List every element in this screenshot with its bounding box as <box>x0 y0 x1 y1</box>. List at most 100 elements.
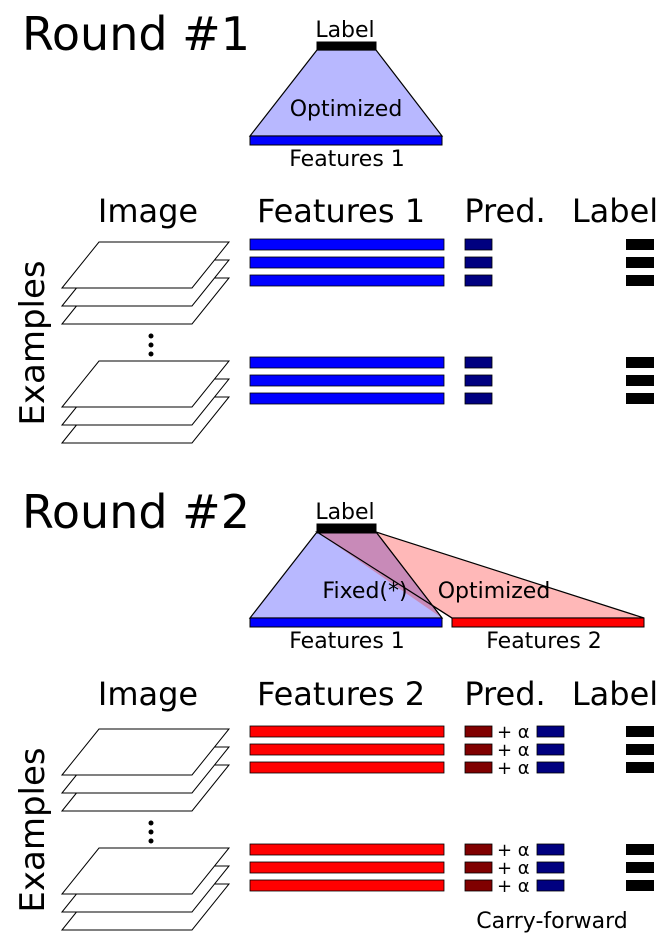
image-stack-icon <box>60 847 231 931</box>
image-stack-icon <box>60 728 231 812</box>
pred-operator: + α <box>497 876 530 897</box>
label-bar <box>626 375 654 386</box>
pred-row: + α <box>464 758 565 779</box>
round-1-ellipsis <box>148 333 154 357</box>
round-1-image-stack-bottom <box>60 360 231 444</box>
round-1-feature-bars-bottom <box>249 356 445 405</box>
feature-bar <box>249 861 445 874</box>
label-bar <box>626 393 654 404</box>
round-1-model-features-bar <box>249 135 443 146</box>
round-2-model-features2-label: Features 2 <box>486 629 602 654</box>
label-bar <box>626 862 654 873</box>
feature-bar <box>249 761 445 774</box>
label-bar <box>626 744 654 755</box>
round-2-image-stack-bottom <box>60 847 231 931</box>
round-2-ellipsis <box>148 820 154 844</box>
pred-bar <box>464 274 493 287</box>
round-2-trap-edge <box>316 531 453 619</box>
round-1-pred-bars-top <box>464 238 493 287</box>
pred-row: + α <box>464 840 565 861</box>
round-1-header-label: Label <box>572 192 658 230</box>
pred-bar-new <box>464 879 493 892</box>
round-2-trap-edge <box>375 531 443 619</box>
pred-bar-new <box>464 861 493 874</box>
round-2-label-bars-bottom <box>626 844 654 891</box>
pred-bar-carry <box>536 743 565 756</box>
round-1-section: Round #1 Label Optimized Features 1 Imag… <box>13 7 658 444</box>
round-2-title: Round #2 <box>22 485 250 539</box>
pred-row: + α <box>464 876 565 897</box>
vertical-ellipsis-icon <box>148 820 154 844</box>
feature-bar <box>249 725 445 738</box>
pred-bar <box>464 238 493 251</box>
image-stack-icon <box>60 241 231 325</box>
vertical-ellipsis-icon <box>148 333 154 357</box>
feature-bar <box>249 743 445 756</box>
round-1-label-bars-bottom <box>626 357 654 404</box>
pred-bar-carry <box>536 843 565 856</box>
feature-bar <box>249 356 445 369</box>
round-1-examples-label: Examples <box>13 260 53 425</box>
pred-operator: + α <box>497 840 530 861</box>
round-2-feature-bars-top <box>249 725 445 774</box>
round-1-model-label: Label <box>315 18 374 43</box>
round-1-model: Label Optimized Features 1 <box>248 18 444 172</box>
feature-bar <box>249 392 445 405</box>
feature-bar <box>249 843 445 856</box>
pred-bar-carry <box>536 861 565 874</box>
feature-bar <box>249 274 445 287</box>
round-1-header-image: Image <box>98 192 198 230</box>
round-2-section: Round #2 Label Fixed(*) Optimized Featur… <box>13 485 658 934</box>
pred-bar-carry <box>536 879 565 892</box>
pred-operator: + α <box>497 740 530 761</box>
round-1-header-pred: Pred. <box>464 192 545 230</box>
pred-bar <box>464 392 493 405</box>
round-1-label-bars-top <box>626 239 654 286</box>
label-bar <box>626 844 654 855</box>
label-bar <box>626 880 654 891</box>
round-1-title: Round #1 <box>22 7 250 61</box>
pred-bar <box>464 256 493 269</box>
round-2-header-image: Image <box>98 675 198 713</box>
round-1-headers: Image Features 1 Pred. Label <box>98 192 658 230</box>
pred-row: + α <box>464 722 565 743</box>
round-2-feature-bars-bottom <box>249 843 445 892</box>
pred-bar-carry <box>536 761 565 774</box>
round-2-model: Label Fixed(*) Optimized Features 1 Feat… <box>248 500 645 654</box>
pred-bar-new <box>464 843 493 856</box>
round-2-examples-label: Examples <box>13 747 53 912</box>
round-2-fixed-text: Fixed(*) <box>322 579 407 604</box>
round-2-label-bars-top <box>626 726 654 773</box>
round-1-trapezoid-text: Optimized <box>290 97 403 122</box>
pred-bar-new <box>464 725 493 738</box>
round-1-trapezoid <box>248 49 444 137</box>
round-1-feature-bars-top <box>249 238 445 287</box>
image-stack-icon <box>60 360 231 444</box>
label-bar <box>626 239 654 250</box>
image-sheet <box>60 241 231 289</box>
feature-bar <box>249 256 445 269</box>
round-2-model-features1-label: Features 1 <box>289 629 405 654</box>
round-2-model-features2-bar <box>451 617 645 628</box>
round-2-model-label-bar <box>316 523 377 534</box>
feature-bar <box>249 238 445 251</box>
round-2-header-features: Features 2 <box>257 675 425 713</box>
label-bar <box>626 275 654 286</box>
round-1-header-features: Features 1 <box>257 192 425 230</box>
image-sheet <box>60 847 231 895</box>
round-2-header-pred: Pred. <box>464 675 545 713</box>
feature-bar <box>249 374 445 387</box>
label-bar <box>626 357 654 368</box>
pred-row: + α <box>464 740 565 761</box>
pred-bar-new <box>464 743 493 756</box>
round-2-pred-rows-top: + α + α + α <box>464 722 565 779</box>
label-bar <box>626 257 654 268</box>
image-sheet <box>60 728 231 776</box>
pred-bar <box>464 374 493 387</box>
pred-operator: + α <box>497 722 530 743</box>
round-2-model-features1-bar <box>249 617 443 628</box>
round-1-image-stack-top <box>60 241 231 325</box>
round-2-trapezoid-overlap <box>317 532 442 618</box>
round-2-image-stack-top <box>60 728 231 812</box>
round-2-header-label: Label <box>572 675 658 713</box>
